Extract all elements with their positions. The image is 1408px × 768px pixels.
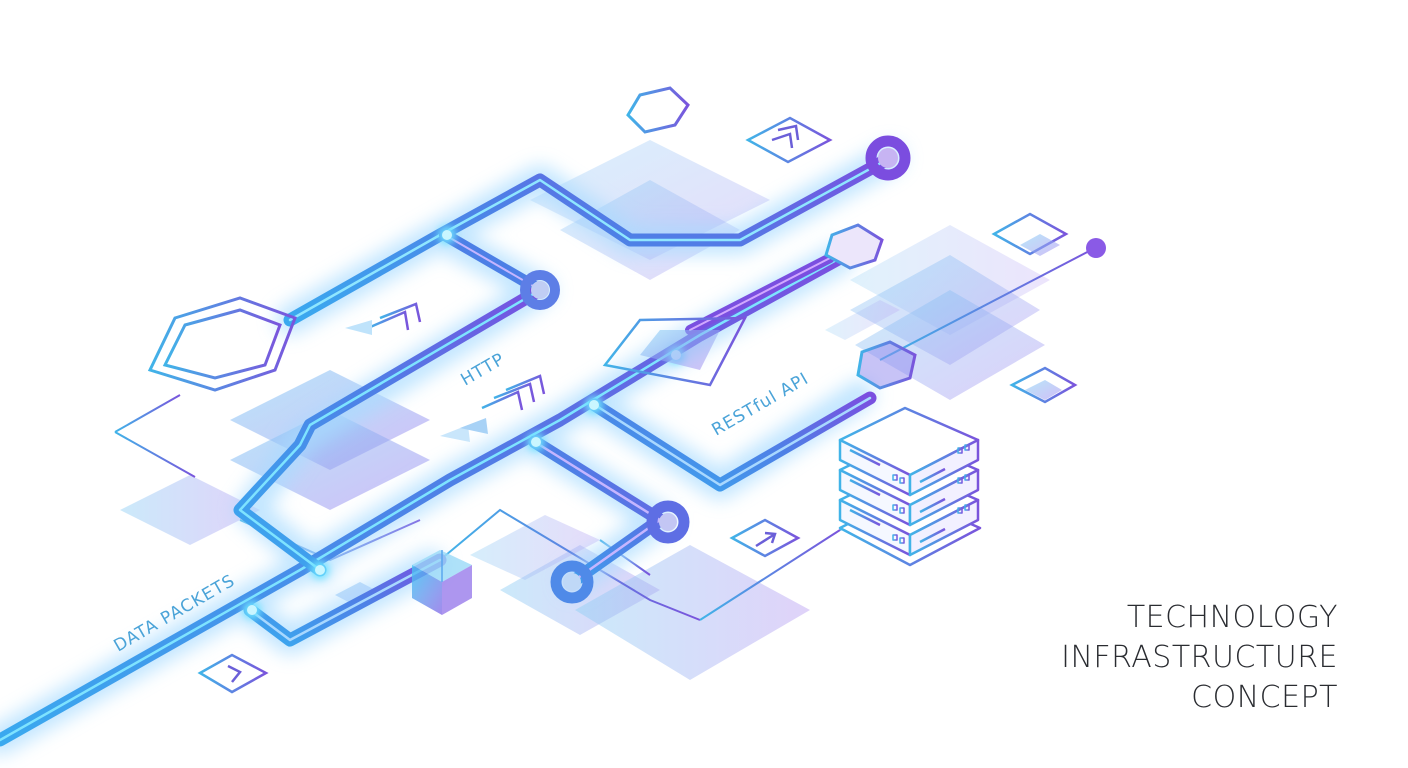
hexagon-icon — [626, 86, 690, 134]
chevron-arrow-icon — [197, 653, 269, 694]
circuit-node-icon — [1086, 238, 1106, 258]
cube-icon — [412, 550, 472, 615]
concept-caption: TECHNOLOGY INFRASTRUCTURE CONCEPT — [1061, 598, 1338, 718]
upper-trace — [283, 151, 897, 327]
circuit-node-icon — [520, 270, 560, 310]
hexagon-icon — [856, 340, 917, 390]
hexagons — [147, 86, 917, 392]
hexagon-icon — [824, 223, 884, 270]
circuit-node-icon — [646, 500, 690, 544]
trace-glow — [0, 143, 905, 755]
chevron-arrows — [345, 302, 546, 442]
circuit-node-icon — [865, 135, 911, 181]
caption-line-3: CONCEPT — [1191, 680, 1338, 715]
circuit-nodes — [243, 135, 1106, 619]
arrow-up-right-icon — [729, 518, 801, 558]
main-data-trace — [0, 251, 847, 747]
double-chevron-icon — [345, 302, 422, 335]
double-chevron-icon — [745, 116, 833, 164]
layer-box-icon — [991, 212, 1069, 256]
double-chevron-icon — [440, 374, 546, 442]
layer-box-icon — [1009, 366, 1078, 404]
bottom-trace — [243, 553, 447, 647]
circuit-node-icon — [550, 560, 594, 604]
caption-line-1: TECHNOLOGY — [1126, 600, 1338, 635]
http-label: HTTP — [458, 349, 509, 390]
diamond-frame-icon — [602, 316, 748, 387]
server-unit — [838, 406, 980, 497]
diamond-markers — [197, 116, 1078, 694]
hexagon-icon — [147, 296, 297, 392]
caption-line-2: INFRASTRUCTURE — [1061, 640, 1338, 675]
server-rack-icon — [838, 406, 982, 567]
restful-trace — [588, 391, 877, 492]
